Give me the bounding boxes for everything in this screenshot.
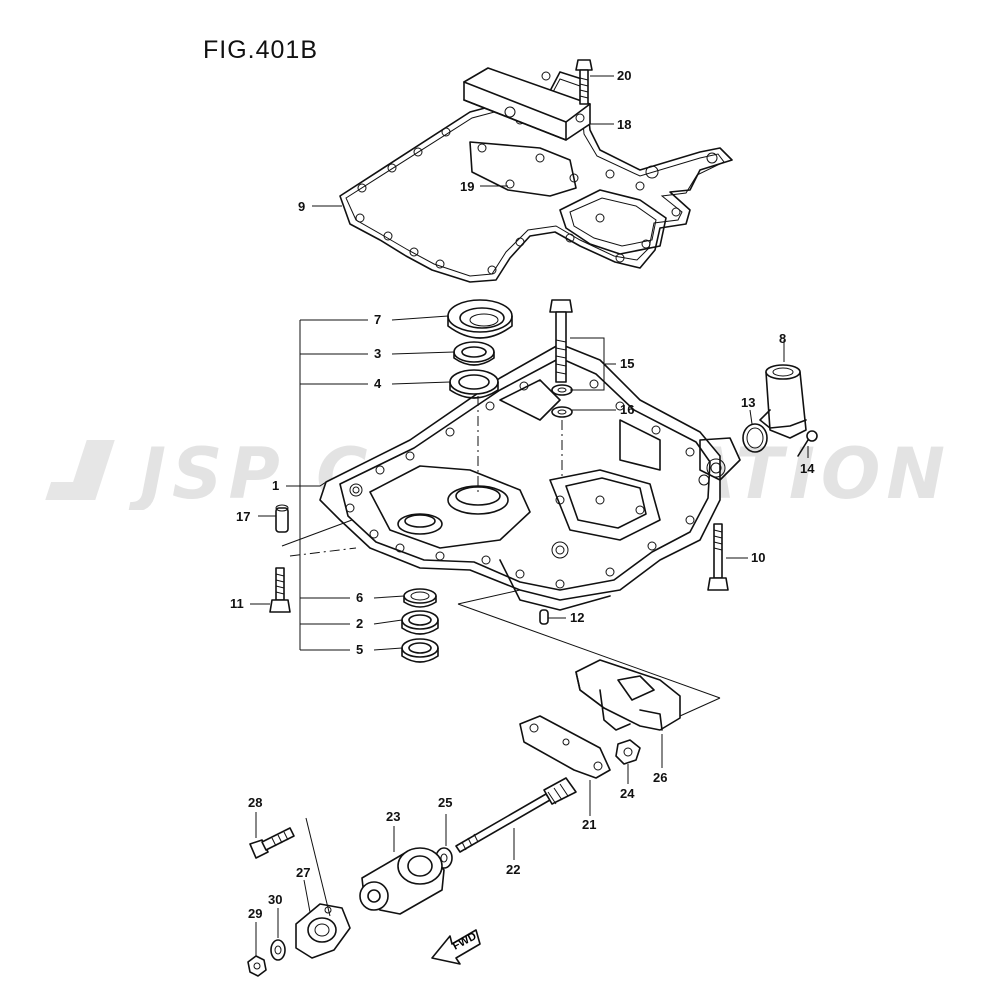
- ref-line-a: [457, 589, 521, 605]
- callout-26: 26: [653, 770, 668, 785]
- callout-12: 12: [570, 610, 585, 625]
- callout-20: 20: [617, 68, 632, 83]
- callout-27: 27: [296, 865, 311, 880]
- callout-19: 19: [460, 179, 475, 194]
- watermark-logo-bar2: [45, 482, 82, 500]
- bolt-10: [707, 523, 729, 591]
- seal-3: [453, 341, 495, 366]
- washer-16a: [551, 384, 573, 396]
- bracket-26: [575, 659, 681, 731]
- housing-27: [295, 903, 351, 959]
- washer-30: [270, 939, 286, 961]
- callout-29: 29: [248, 906, 263, 921]
- callout-5: 5: [356, 642, 364, 657]
- figure-title: FIG.401B: [203, 36, 318, 64]
- callout-22: 22: [506, 862, 521, 877]
- bolt-20: [575, 59, 593, 105]
- callout-18: 18: [617, 117, 632, 132]
- callout-25: 25: [438, 795, 453, 810]
- seal-6: [403, 588, 437, 608]
- callout-7: 7: [374, 312, 382, 327]
- washer-16: [551, 406, 573, 418]
- ref-line-b: [457, 603, 721, 699]
- bolt-28: [249, 827, 295, 859]
- callout-16: 16: [620, 402, 635, 417]
- dowel-17: [275, 504, 289, 533]
- callout-28: 28: [248, 795, 263, 810]
- nut-29: [247, 955, 267, 977]
- callout-21: 21: [582, 817, 597, 832]
- fwd-arrow-icon: FWD: [431, 929, 481, 965]
- callout-11: 11: [230, 596, 244, 611]
- callout-30: 30: [268, 892, 283, 907]
- callout-13: 13: [741, 395, 756, 410]
- leader-17: [281, 519, 353, 547]
- through-bolt-22: [455, 777, 577, 853]
- bearing-2: [401, 610, 439, 635]
- callout-6: 6: [356, 590, 364, 605]
- callout-3: 3: [374, 346, 382, 361]
- callout-14: 14: [800, 461, 815, 476]
- o-ring-13: [742, 423, 768, 453]
- seal-4: [449, 369, 499, 399]
- leader-28: [305, 817, 331, 917]
- outlet-8: [759, 364, 807, 439]
- oil-seal-7: [447, 299, 513, 339]
- leader-lines: [250, 75, 809, 956]
- bolt-15: [549, 299, 573, 383]
- cover-plate-18: [463, 67, 591, 141]
- pin-12: [539, 609, 549, 625]
- callout-8: 8: [779, 331, 787, 346]
- callout-23: 23: [386, 809, 401, 824]
- nut-24: [615, 739, 641, 765]
- bolt-14: [797, 430, 818, 457]
- callout-2: 2: [356, 616, 364, 631]
- ref-line-c: [679, 697, 721, 717]
- bearing-5: [401, 638, 439, 663]
- plate-21: [519, 715, 611, 779]
- callout-15: 15: [620, 356, 635, 371]
- oil-pan-1: [319, 343, 741, 611]
- callout-9: 9: [298, 199, 306, 214]
- rubber-mount-23: [359, 847, 445, 915]
- callout-10: 10: [751, 550, 766, 565]
- callout-24: 24: [620, 786, 635, 801]
- callout-4: 4: [374, 376, 382, 391]
- bolt-11: [269, 567, 291, 613]
- callout-1: 1: [272, 478, 280, 493]
- callout-17: 17: [236, 509, 251, 524]
- center-line-17: [289, 547, 357, 557]
